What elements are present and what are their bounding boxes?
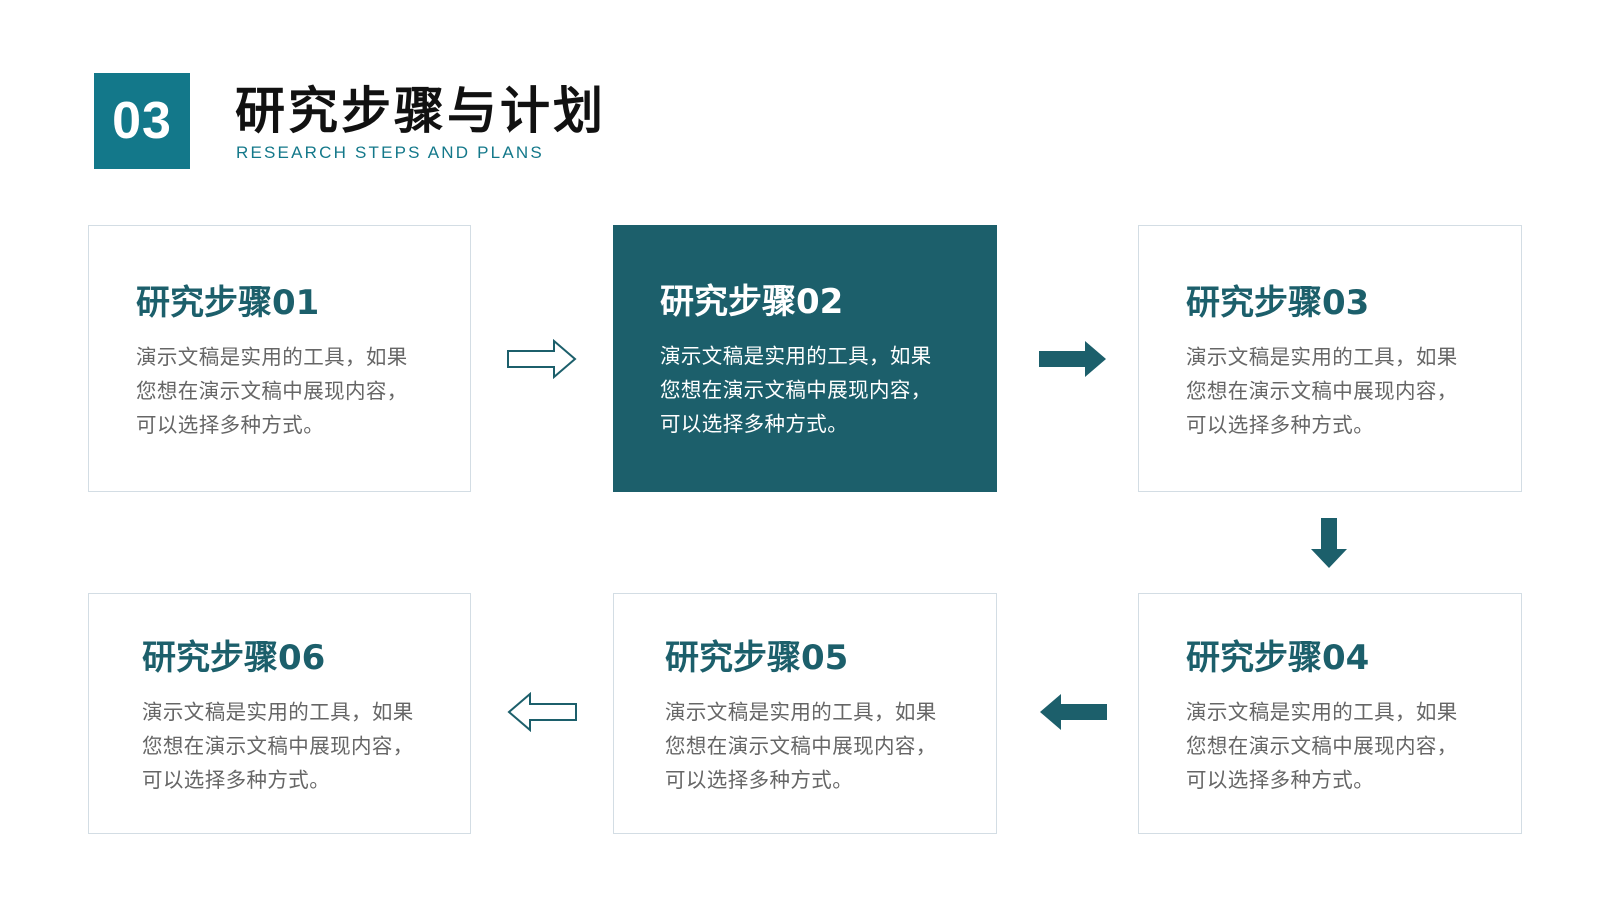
step-desc-5: 演示文稿是实用的工具，如果您想在演示文稿中展现内容，可以选择多种方式。 [665,700,937,792]
step-desc-1: 演示文稿是实用的工具，如果您想在演示文稿中展现内容，可以选择多种方式。 [136,345,408,437]
step-title-2: 研究步骤02 [660,282,844,322]
step-title-6: 研究步骤06 [142,638,326,678]
arrow-left-filled-icon [1040,694,1107,730]
arrow-left-outline-icon [507,692,577,732]
step-title-4: 研究步骤04 [1186,638,1370,678]
step-desc-6: 演示文稿是实用的工具，如果您想在演示文稿中展现内容，可以选择多种方式。 [142,700,414,792]
step-card-3: 研究步骤03 演示文稿是实用的工具，如果您想在演示文稿中展现内容，可以选择多种方… [1138,225,1522,492]
step-desc-4: 演示文稿是实用的工具，如果您想在演示文稿中展现内容，可以选择多种方式。 [1186,700,1458,792]
page-subtitle: RESEARCH STEPS AND PLANS [236,143,544,162]
section-number-badge: 03 [94,73,190,169]
arrow-right-outline-icon [507,339,577,379]
step-card-2: 研究步骤02 演示文稿是实用的工具，如果您想在演示文稿中展现内容，可以选择多种方… [613,225,997,492]
step-card-5: 研究步骤05 演示文稿是实用的工具，如果您想在演示文稿中展现内容，可以选择多种方… [613,593,997,834]
step-desc-2: 演示文稿是实用的工具，如果您想在演示文稿中展现内容，可以选择多种方式。 [660,344,932,436]
step-desc-3: 演示文稿是实用的工具，如果您想在演示文稿中展现内容，可以选择多种方式。 [1186,345,1458,437]
arrow-right-filled-icon [1039,341,1106,377]
step-title-5: 研究步骤05 [665,638,849,678]
step-title-3: 研究步骤03 [1186,283,1370,323]
step-title-1: 研究步骤01 [136,283,320,323]
page-title: 研究步骤与计划 [235,82,606,140]
arrow-down-filled-icon [1311,518,1347,568]
section-number: 03 [112,92,172,150]
step-card-4: 研究步骤04 演示文稿是实用的工具，如果您想在演示文稿中展现内容，可以选择多种方… [1138,593,1522,834]
step-card-1: 研究步骤01 演示文稿是实用的工具，如果您想在演示文稿中展现内容，可以选择多种方… [88,225,471,492]
step-card-6: 研究步骤06 演示文稿是实用的工具，如果您想在演示文稿中展现内容，可以选择多种方… [88,593,471,834]
